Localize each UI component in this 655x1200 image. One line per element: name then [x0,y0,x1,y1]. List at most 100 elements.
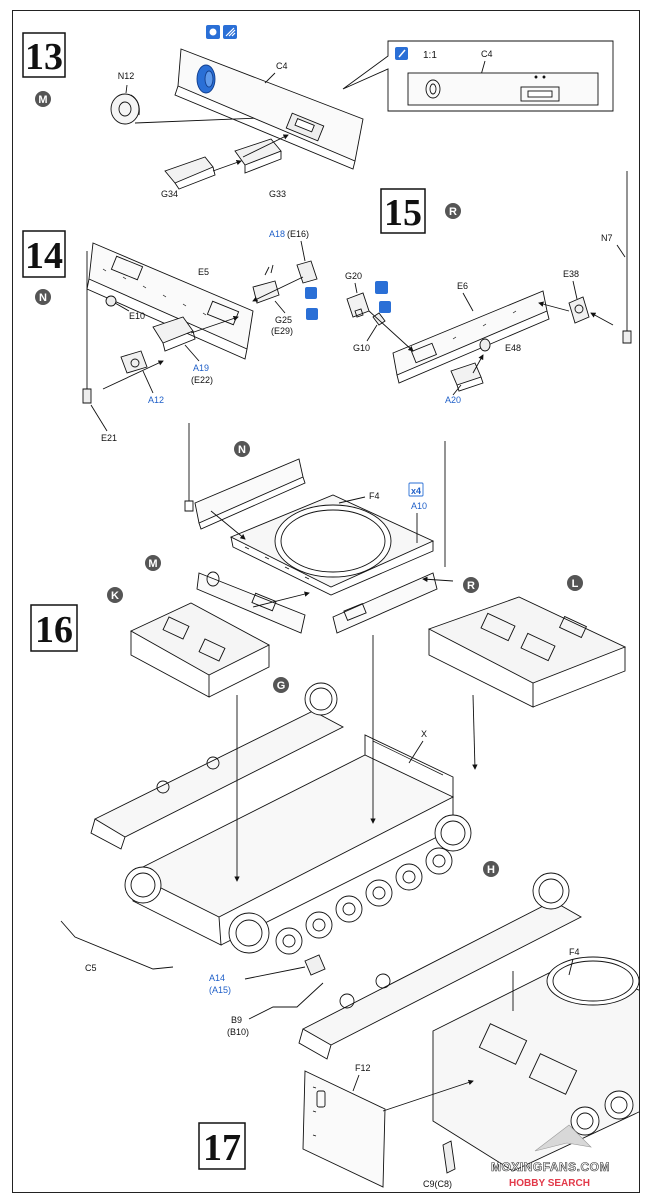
svg-text:G34: G34 [161,189,178,199]
subassembly-n-badge [234,441,250,457]
part-f12 [302,1070,386,1188]
paint-icon [305,287,317,299]
svg-text:E21: E21 [101,433,117,443]
step-13-box [22,32,66,78]
step-16-box [30,604,78,652]
svg-text:E38: E38 [563,269,579,279]
subassembly-h [298,872,582,1060]
svg-text:16: 16 [35,609,73,651]
step-14-box [22,230,66,278]
callout-1to1: 1:1 C4 [342,40,614,112]
svg-text:(E29): (E29) [271,326,293,336]
svg-text:F4: F4 [569,947,580,957]
svg-text:(B10): (B10) [227,1027,249,1037]
svg-text:X: X [421,729,427,739]
subassembly-n-badge [35,289,51,305]
subassembly-r-badge [445,203,461,219]
svg-text:N12: N12 [118,71,135,81]
svg-text:F4: F4 [369,491,380,501]
subassembly-r [332,572,438,634]
part-a14 [304,954,326,976]
part-g33 [234,138,282,174]
part-f4-hull-top [229,494,435,596]
svg-text:N7: N7 [601,233,613,243]
subassembly-h-badge [483,861,499,877]
step-15: 15 R N7 E6 E38 G20 [345,171,632,405]
svg-text:L: L [572,578,579,590]
part-g20 [346,292,370,318]
part-e10 [105,295,117,307]
part-c4 [174,48,364,170]
subassembly-m [196,571,306,634]
subassembly-k [130,602,270,698]
paint-icon [375,281,388,294]
part-e6 [392,290,550,384]
svg-text:M: M [148,558,157,570]
svg-text:G20: G20 [345,271,362,281]
svg-text:A20: A20 [445,395,461,405]
assembly-drawing: 13 M N12 C4 [22,25,639,1189]
svg-text:A18: A18 [269,229,285,239]
svg-text:E6: E6 [457,281,468,291]
subassembly-g [90,682,344,850]
svg-text:G: G [277,680,286,692]
part-e21-antenna [82,251,92,404]
subassembly-l-badge [567,575,583,591]
svg-text:G33: G33 [269,189,286,199]
quantity-icon [408,482,424,497]
part-a12 [120,350,148,374]
svg-text:F12: F12 [355,1063,371,1073]
part-n7-antenna [622,171,632,344]
svg-text:14: 14 [25,235,63,277]
instruction-sheet: 13 M N12 C4 [12,10,640,1193]
subassembly-k-badge [107,587,123,603]
svg-text:(E16): (E16) [287,229,309,239]
part-x-lower-hull [124,734,472,954]
part-n12 [110,93,140,125]
svg-text:N: N [39,292,47,304]
step-15-box [380,188,426,234]
paint-icon [379,301,391,313]
watermark: MOXINGFANS.COM HOBBY SEARCH [491,1124,610,1189]
svg-text:C4: C4 [481,49,493,59]
svg-text:x4: x4 [411,486,421,496]
svg-text:A19: A19 [193,363,209,373]
subassembly-g-badge [273,677,289,693]
svg-text:N: N [238,444,246,456]
svg-text:MOXINGFANS.COM: MOXINGFANS.COM [491,1160,610,1174]
svg-text:E48: E48 [505,343,521,353]
step-17: 17 F4 F12 C9(C8) [198,947,639,1189]
svg-text:(A15): (A15) [209,985,231,995]
step-17-hull [432,956,639,1172]
svg-text:1:1: 1:1 [423,50,437,61]
subassembly-m-badge [35,91,51,107]
svg-text:HOBBY SEARCH: HOBBY SEARCH [509,1178,590,1189]
part-a20 [450,362,484,392]
svg-text:R: R [449,206,457,218]
part-a18 [296,260,318,284]
svg-text:G25: G25 [275,315,292,325]
svg-text:H: H [487,864,495,876]
svg-text:A10: A10 [411,501,427,511]
svg-text:G10: G10 [353,343,370,353]
part-e48 [479,338,491,352]
step-13-number: 13 [25,36,63,78]
step-16: 16 N F4 x4 A10 M [30,423,627,1060]
step-13: 13 M N12 C4 [22,25,614,199]
paint-icon [306,308,318,320]
step-17-box [198,1122,246,1170]
part-c5 [60,920,174,970]
subassembly-l [427,596,627,708]
svg-text:C5: C5 [85,963,97,973]
svg-text:A12: A12 [148,395,164,405]
svg-text:C4: C4 [276,61,288,71]
svg-text:C9(C8): C9(C8) [423,1179,452,1189]
part-g10 [372,312,386,326]
svg-text:M: M [38,94,47,106]
part-g25 [252,264,280,304]
road-wheels [275,847,453,955]
svg-text:17: 17 [203,1127,241,1169]
part-a19 [152,316,196,352]
svg-text:(E22): (E22) [191,375,213,385]
step-14: 14 N E5 E10 A18 (E16) G25 (E29) [22,229,318,443]
